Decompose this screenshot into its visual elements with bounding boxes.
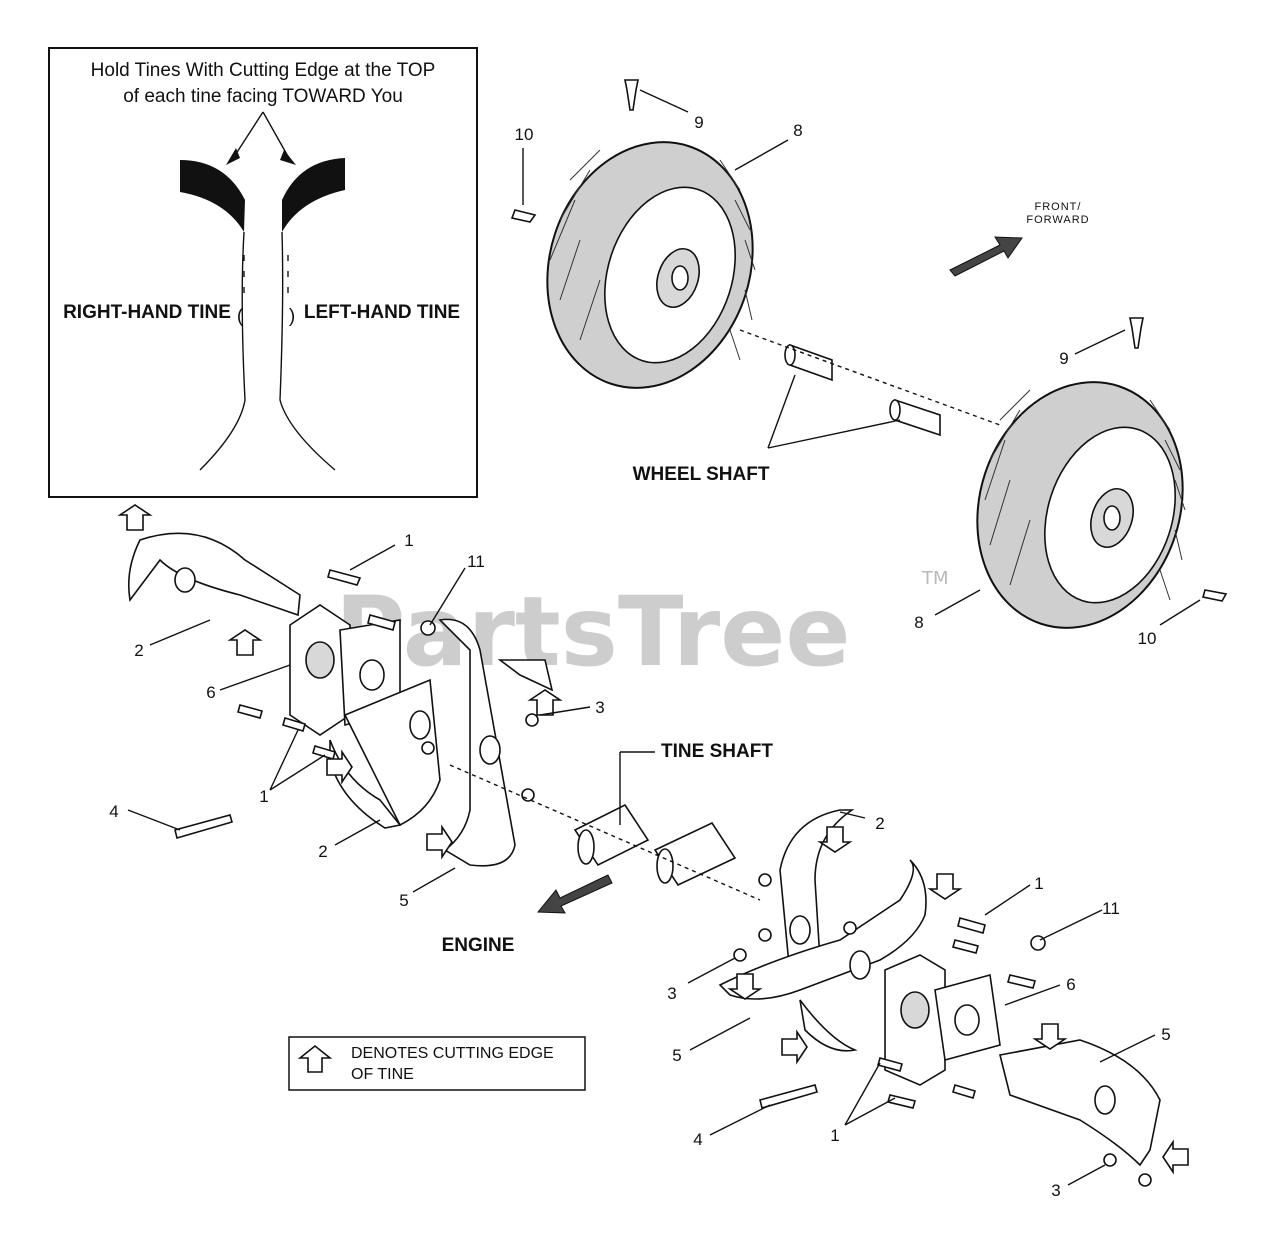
callout-1: 1 <box>404 531 413 550</box>
tine-assembly-right <box>718 809 1189 1187</box>
callout-10: 10 <box>1138 629 1157 648</box>
tine-shaft-label: TINE SHAFT <box>661 741 773 762</box>
inset-instruction-line1: Hold Tines With Cutting Edge at the TOP <box>91 60 436 81</box>
callout-10: 10 <box>515 125 534 144</box>
front-forward-indicator: FRONT/ FORWARD <box>949 201 1089 277</box>
wheel-shaft <box>739 329 1001 437</box>
callout-4: 4 <box>693 1130 702 1149</box>
wheel-lower <box>976 317 1228 629</box>
callout-1: 1 <box>830 1126 839 1145</box>
svg-text:(: ( <box>237 306 244 327</box>
engine-direction-indicator <box>536 874 613 914</box>
svg-text:): ) <box>289 306 295 327</box>
cutting-edge-arrow-icon <box>297 1044 333 1073</box>
callout-3: 3 <box>1051 1181 1060 1200</box>
left-hand-tine-drawing <box>279 158 345 471</box>
legend-line2: OF TINE <box>351 1066 414 1083</box>
engine-label: ENGINE <box>442 935 515 956</box>
callout-3: 3 <box>595 698 604 717</box>
watermark-logo: PartsTree <box>335 576 850 688</box>
wheel-upper <box>510 79 756 389</box>
tine-orientation-inset: Hold Tines With Cutting Edge at the TOP … <box>48 47 478 498</box>
callout-6: 6 <box>206 683 215 702</box>
callout-9: 9 <box>1059 349 1068 368</box>
callout-2: 2 <box>134 641 143 660</box>
tine-assembly-left <box>117 504 563 867</box>
callout-2: 2 <box>318 842 327 861</box>
forward-label: FORWARD <box>1026 214 1089 226</box>
left-hand-tine-label: LEFT-HAND TINE <box>304 302 460 323</box>
callout-leaders <box>127 89 1201 1186</box>
callout-5: 5 <box>672 1046 681 1065</box>
callout-11: 11 <box>1102 899 1120 918</box>
callout-5: 5 <box>399 891 408 910</box>
callout-8: 8 <box>914 613 923 632</box>
callout-4: 4 <box>109 802 118 821</box>
callout-8: 8 <box>793 121 802 140</box>
cutting-edge-legend: DENOTES CUTTING EDGE OF TINE <box>288 1036 586 1091</box>
arrow-right-icon <box>280 150 296 165</box>
callout-3: 3 <box>667 984 676 1003</box>
watermark-trademark: TM <box>921 568 949 589</box>
right-hand-tine-drawing <box>180 160 246 471</box>
wheel-shaft-label: WHEEL SHAFT <box>633 464 770 485</box>
right-hand-tine-label: RIGHT-HAND TINE <box>63 302 231 323</box>
callout-5: 5 <box>1161 1025 1170 1044</box>
inset-instruction-line2: of each tine facing TOWARD You <box>123 86 403 107</box>
callout-2: 2 <box>875 814 884 833</box>
legend-line1: DENOTES CUTTING EDGE <box>351 1045 554 1062</box>
tine-shaft <box>449 751 761 901</box>
callout-6: 6 <box>1066 975 1075 994</box>
callout-11: 11 <box>467 552 485 571</box>
front-label: FRONT/ <box>1035 201 1082 213</box>
callout-9: 9 <box>694 113 703 132</box>
callout-1: 1 <box>259 787 268 806</box>
arrow-left-icon <box>226 148 240 165</box>
callout-numbers: 9 10 8 9 8 10 1 11 2 6 3 4 1 2 5 2 1 11 … <box>109 113 1170 1200</box>
callout-1: 1 <box>1034 874 1043 893</box>
